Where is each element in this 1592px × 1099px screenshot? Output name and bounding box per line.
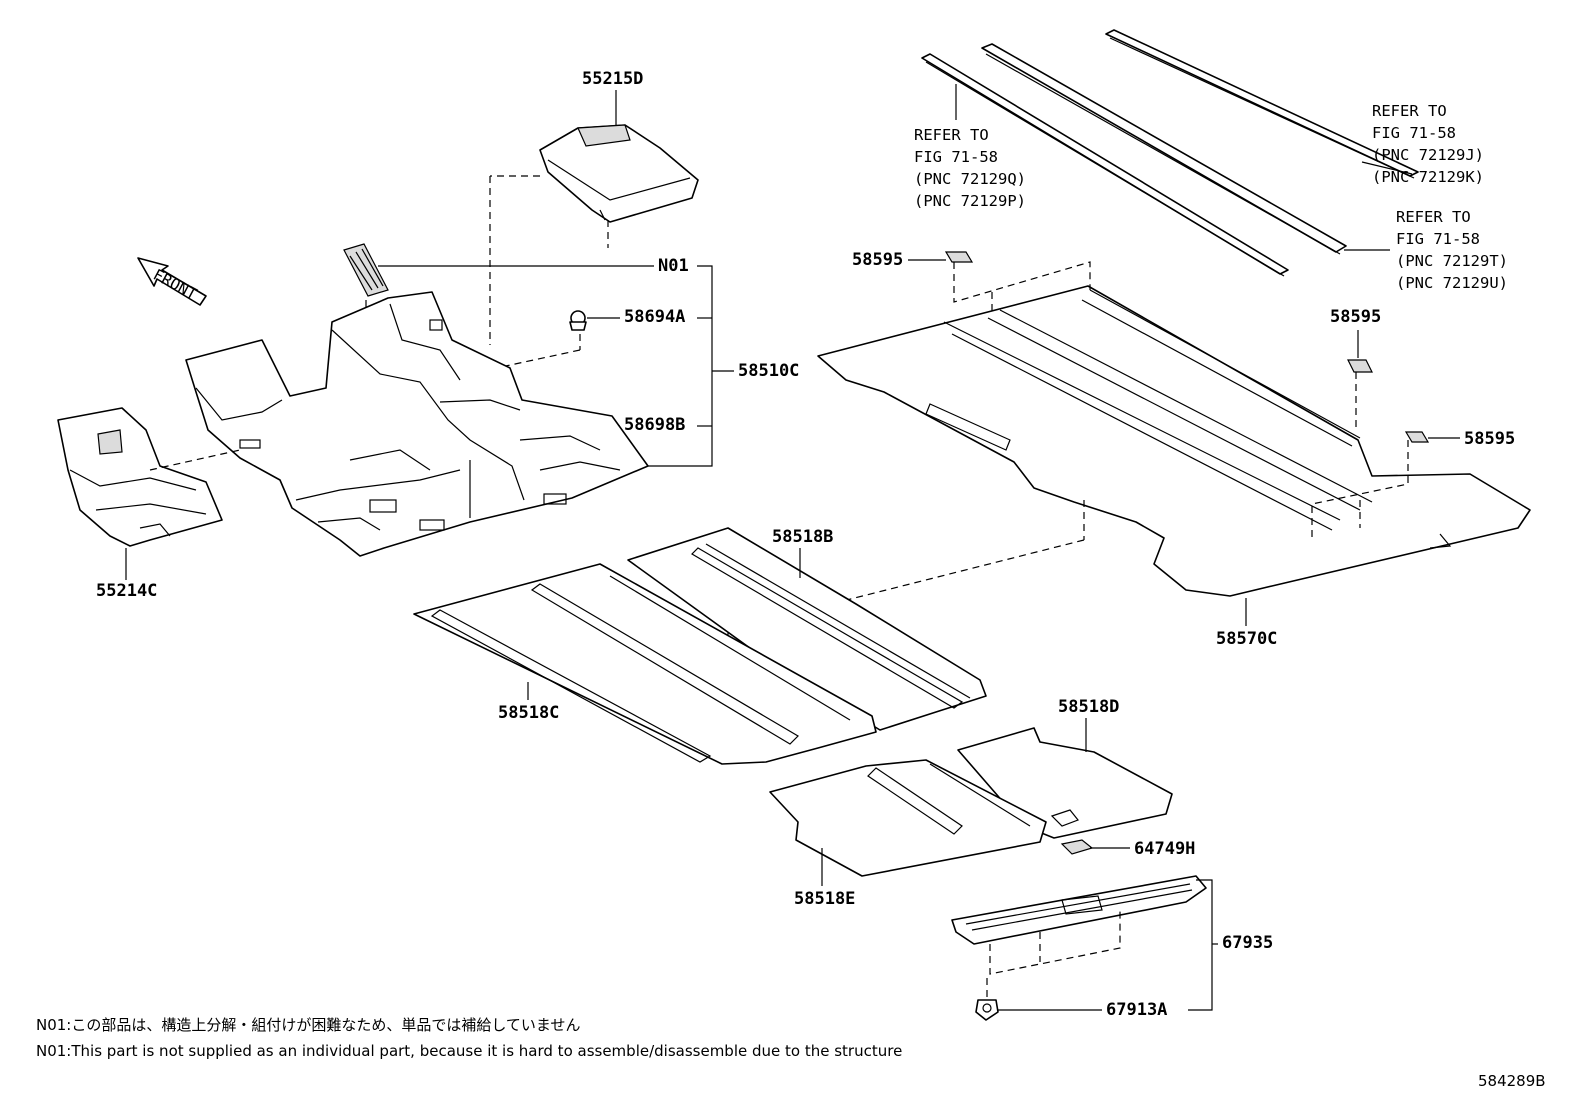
label-58518C: 58518C: [498, 703, 559, 723]
label-58518B: 58518B: [772, 527, 833, 547]
svg-text:(PNC 72129U): (PNC 72129U): [1396, 274, 1508, 292]
clip-67913A-icon: [975, 999, 999, 1021]
label-58595-c: 58595: [1464, 429, 1515, 449]
part-58510C-front-carpet: [185, 291, 649, 557]
ref-block-left: REFER TO FIG 71-58 (PNC 72129Q) (PNC 721…: [914, 126, 1026, 210]
clip-64749H-icon: [1060, 839, 1094, 855]
label-58694A: 58694A: [624, 307, 685, 327]
ref-block-right-top: REFER TO FIG 71-58 (PNC 72129J) (PNC 721…: [1372, 102, 1484, 186]
svg-text:FIG 71-58: FIG 71-58: [1372, 124, 1456, 142]
front-label: FRONT: [150, 266, 200, 304]
note-en: N01:This part is not supplied as an indi…: [36, 1042, 902, 1060]
diagram-id: 584289B: [1478, 1072, 1546, 1090]
part-55214C: [57, 407, 223, 547]
ref-block-right-mid: REFER TO FIG 71-58 (PNC 72129T) (PNC 721…: [1396, 208, 1508, 292]
label-64749H: 64749H: [1134, 839, 1195, 859]
label-58510C: 58510C: [738, 361, 799, 381]
label-58518D: 58518D: [1058, 697, 1119, 717]
label-58595-b: 58595: [1330, 307, 1381, 327]
svg-text:(PNC 72129K): (PNC 72129K): [1372, 168, 1484, 186]
label-58570C: 58570C: [1216, 629, 1277, 649]
label-58698B: 58698B: [624, 415, 685, 435]
svg-text:(PNC 72129Q): (PNC 72129Q): [914, 170, 1026, 188]
label-58518E: 58518E: [794, 889, 855, 909]
label-55214C: 55214C: [96, 581, 157, 601]
part-58518E-mat: [769, 759, 1047, 877]
front-arrow-icon: FRONT: [137, 257, 207, 306]
label-67935: 67935: [1222, 933, 1273, 953]
svg-text:REFER TO: REFER TO: [1372, 102, 1447, 120]
svg-text:REFER TO: REFER TO: [914, 126, 989, 144]
part-55215D: [539, 124, 699, 223]
svg-text:FIG 71-58: FIG 71-58: [914, 148, 998, 166]
part-N01-pad: [343, 243, 389, 297]
note-jp: N01:この部品は、構造上分解・組付けが困難なため、単品では補給していません: [36, 1016, 580, 1034]
svg-text:FIG 71-58: FIG 71-58: [1396, 230, 1480, 248]
label-67913A: 67913A: [1106, 1000, 1167, 1020]
svg-text:REFER TO: REFER TO: [1396, 208, 1471, 226]
label-N01: N01: [658, 256, 689, 276]
svg-text:(PNC 72129P): (PNC 72129P): [914, 192, 1026, 210]
part-58518C-mat: [413, 563, 877, 765]
part-67935-scuff-plate: [951, 875, 1207, 945]
sill-strips: [921, 29, 1419, 277]
svg-text:(PNC 72129J): (PNC 72129J): [1372, 146, 1484, 164]
clip-58595-icon: [944, 251, 1430, 443]
label-55215D: 55215D: [582, 69, 643, 89]
svg-text:(PNC 72129T): (PNC 72129T): [1396, 252, 1508, 270]
part-58570C-rear-carpet: [817, 285, 1531, 597]
clip-58694A-icon: [569, 310, 587, 331]
label-58595-a: 58595: [852, 250, 903, 270]
